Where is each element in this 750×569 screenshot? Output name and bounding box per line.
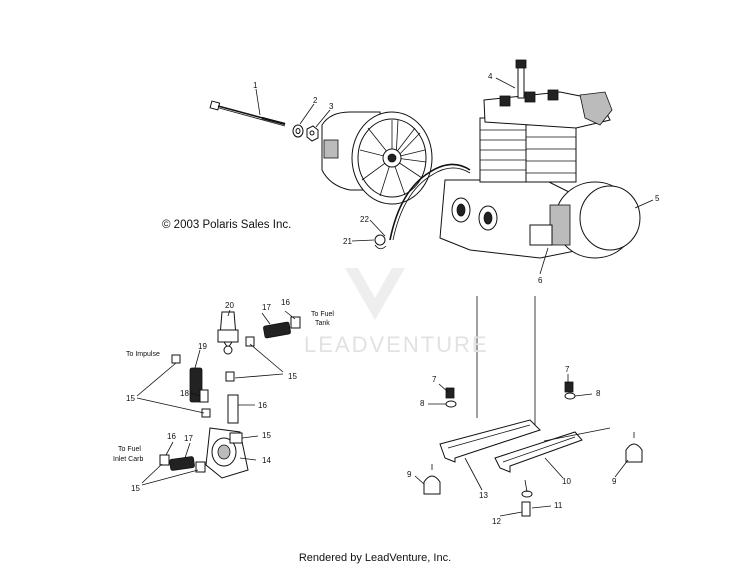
engine-mounts xyxy=(423,296,643,517)
impulse-line xyxy=(374,163,471,250)
callout-12: 12 xyxy=(492,517,501,526)
callout-13: 13 xyxy=(479,491,488,500)
callout-15a: 15 xyxy=(126,394,135,403)
copyright-notice: © 2003 Polaris Sales Inc. xyxy=(162,219,292,231)
callout-22: 22 xyxy=(360,215,369,224)
callout-14: 14 xyxy=(262,456,271,465)
note-to-impulse: To Impulse xyxy=(126,351,160,358)
callout-16a: 16 xyxy=(281,298,290,307)
note-to-fuel-carb-line2: Inlet Carb xyxy=(113,456,143,463)
callout-numbers: 1 2 3 4 5 6 22 21 20 17 16 19 18 15 15 1… xyxy=(126,72,660,526)
callout-8a: 8 xyxy=(420,399,425,408)
nut xyxy=(306,125,319,142)
callout-18: 18 xyxy=(180,389,189,398)
note-to-fuel-carb-line1: To Fuel xyxy=(118,446,141,453)
callout-21: 21 xyxy=(343,237,352,246)
callout-10: 10 xyxy=(562,477,571,486)
engine-assembly xyxy=(439,59,641,259)
callout-17a: 17 xyxy=(262,303,271,312)
callout-1: 1 xyxy=(253,81,258,90)
callout-16b: 16 xyxy=(258,401,267,410)
routing-notes: To Fuel Tank To Impulse To Fuel Inlet Ca… xyxy=(113,311,334,463)
note-to-fuel-tank-line1: To Fuel xyxy=(311,311,334,318)
callout-9b: 9 xyxy=(612,477,617,486)
callout-17b: 17 xyxy=(184,434,193,443)
fuel-pump-parts xyxy=(159,311,301,479)
callout-19: 19 xyxy=(198,342,207,351)
clutch-bolt xyxy=(209,100,286,127)
drive-clutch xyxy=(321,111,433,205)
callout-2: 2 xyxy=(313,96,318,105)
callout-7b: 7 xyxy=(565,365,570,374)
watermark-text: LEADVENTURE xyxy=(304,332,489,357)
callout-15d: 15 xyxy=(131,484,140,493)
callout-8b: 8 xyxy=(596,389,601,398)
callout-20: 20 xyxy=(225,301,234,310)
callout-3: 3 xyxy=(329,102,334,111)
callout-9a: 9 xyxy=(407,470,412,479)
footer-credit: Rendered by LeadVenture, Inc. xyxy=(298,552,452,564)
callout-5: 5 xyxy=(655,194,660,203)
callout-15b: 15 xyxy=(288,372,297,381)
note-to-fuel-tank-line2: Tank xyxy=(315,320,330,327)
callout-16c: 16 xyxy=(167,432,176,441)
watermark-logo-icon xyxy=(345,268,405,320)
callout-11: 11 xyxy=(554,501,563,510)
callout-7a: 7 xyxy=(432,375,437,384)
callout-4: 4 xyxy=(488,72,493,81)
leader-lines xyxy=(136,77,654,517)
washer xyxy=(292,124,304,138)
callout-15c: 15 xyxy=(262,431,271,440)
callout-6: 6 xyxy=(538,276,543,285)
